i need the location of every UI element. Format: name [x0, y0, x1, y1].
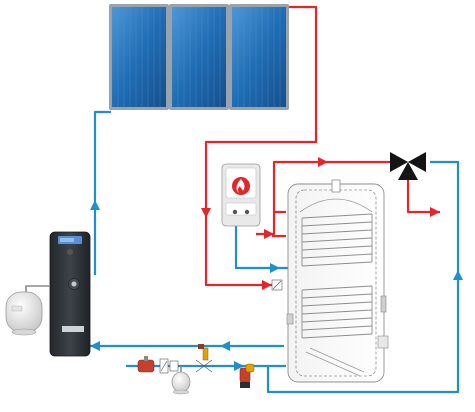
thermostatic-mixing-valve: [239, 363, 255, 388]
flow-arrow: [234, 361, 244, 371]
flow-arrow: [270, 263, 280, 273]
safety-valve-icon: [202, 347, 209, 361]
solar-collector-array: [109, 4, 289, 110]
flow-arrow: [430, 207, 440, 217]
flow-arrow: [262, 280, 272, 290]
pressure-reducer-icon: [137, 359, 155, 373]
solar-pump-station: [25, 231, 91, 357]
three-way-valve-icon: [390, 152, 426, 180]
solar-expansion-vessel: [5, 291, 43, 336]
cold-inlet-fittings: [137, 344, 213, 374]
boiler-return-pipe: [234, 226, 288, 270]
flow-arrow: [90, 200, 100, 210]
cold-water-inlet-pipe: [126, 268, 460, 394]
upper-heat-exchanger-coil: [301, 213, 373, 267]
flow-arrow: [264, 229, 274, 239]
lower-heat-exchanger-coil: [301, 285, 373, 339]
storage-tank: [271, 179, 389, 383]
brand-plate: [62, 326, 84, 332]
flow-arrow: [90, 341, 100, 351]
flow-arrow: [201, 208, 211, 218]
flow-arrow: [453, 270, 463, 280]
dhw-expansion-vessel: [171, 366, 191, 395]
flow-arrow: [318, 157, 328, 167]
gas-boiler: [221, 163, 261, 227]
solar-return-pipe: [93, 110, 111, 275]
mixing-cold-pipe: [430, 160, 460, 268]
solar-hot-supply-pipe: [204, 5, 318, 287]
flow-arrow: [220, 341, 230, 351]
hot-water-outlet-pipe: [406, 175, 440, 214]
